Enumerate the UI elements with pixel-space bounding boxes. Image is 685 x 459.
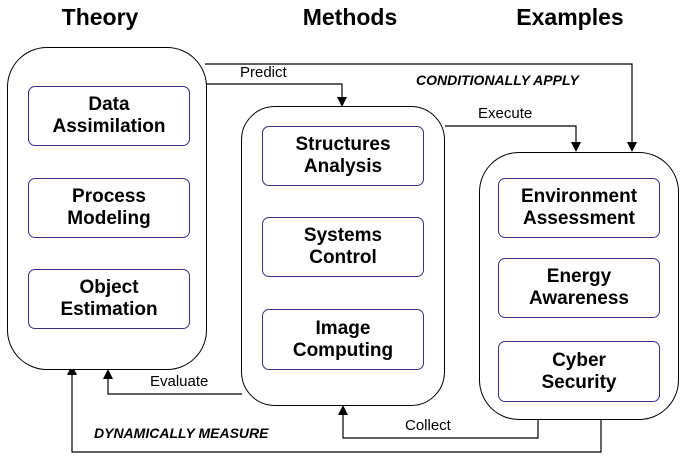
methods-box-structures-analysis: Structures Analysis [262, 126, 424, 186]
examples-title: Examples [516, 4, 624, 30]
box-label: Environment Assessment [520, 186, 638, 229]
theory-box-object-estimation: Object Estimation [28, 269, 190, 329]
execute-arrow [445, 125, 581, 152]
box-label: Object Estimation [60, 277, 158, 320]
box-label: Process Modeling [67, 186, 151, 229]
box-label: Systems Control [303, 225, 383, 268]
box-label: Cyber Security [541, 349, 617, 393]
box-label: Energy Awareness [529, 266, 629, 309]
box-label: Data Assimilation [52, 94, 166, 137]
examples-box-cyber-security: Cyber Security [498, 341, 660, 402]
collect-arrow [338, 405, 539, 439]
theory-box-process-modeling: Process Modeling [28, 178, 190, 238]
dynamically-measure-arrow [67, 365, 602, 453]
methods-box-image-computing: Image Computing [262, 309, 424, 370]
predict-label: Predict [240, 64, 287, 81]
examples-box-environment-assessment: Environment Assessment [498, 178, 660, 238]
predict-arrow [205, 83, 347, 107]
dynamically-measure-label: DYNAMICALLY MEASURE [94, 425, 269, 441]
methods-title: Methods [302, 4, 398, 30]
evaluate-label: Evaluate [150, 373, 209, 390]
examples-box-energy-awareness: Energy Awareness [498, 258, 660, 318]
collect-label: Collect [405, 417, 451, 434]
methods-box-systems-control: Systems Control [262, 217, 424, 277]
theory-box-data-assimilation: Data Assimilation [28, 86, 190, 146]
theory-title: Theory [61, 4, 139, 30]
box-label: Structures Analysis [295, 134, 391, 177]
conditionally-apply-arrow [205, 63, 637, 152]
evaluate-arrow [103, 369, 242, 395]
box-label: Image Computing [292, 317, 394, 361]
execute-label: Execute [478, 105, 533, 122]
conditionally-apply-label: CONDITIONALLY APPLY [416, 72, 579, 88]
